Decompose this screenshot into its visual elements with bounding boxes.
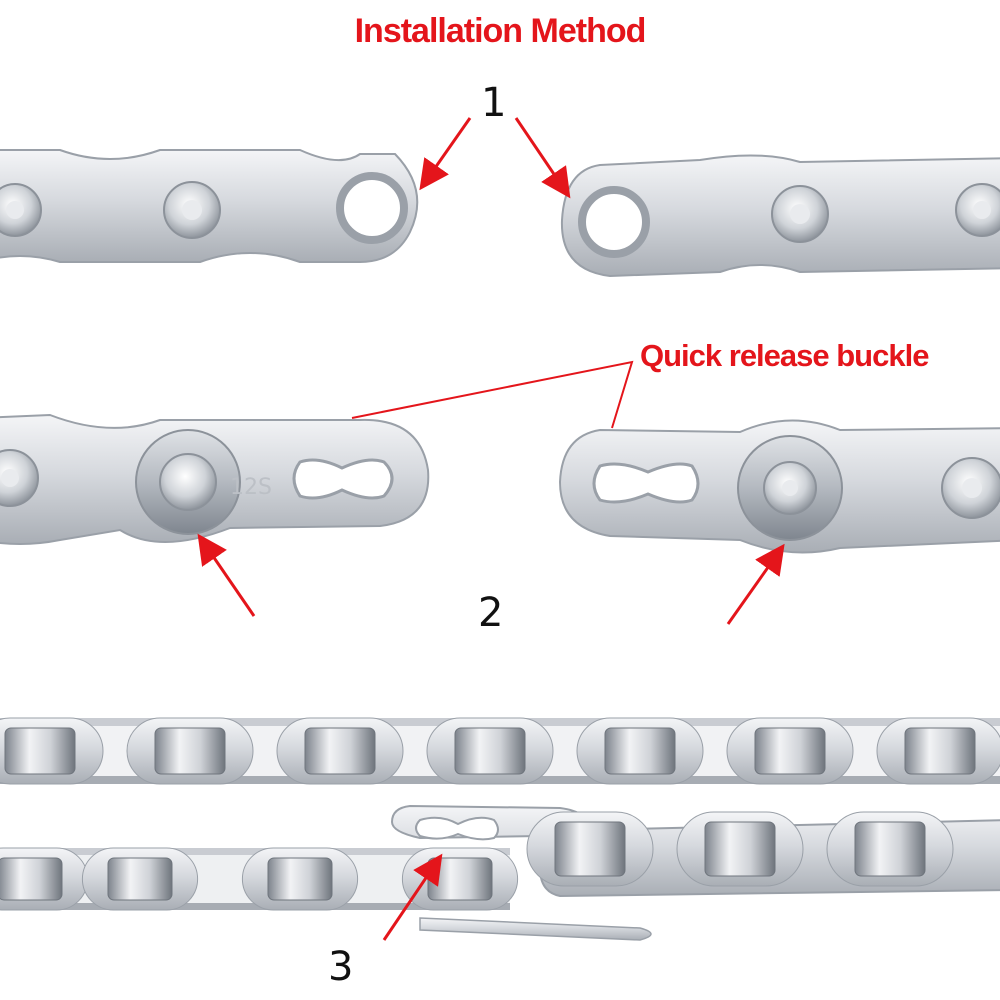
chain-roller <box>704 821 776 877</box>
chain-roller <box>554 821 626 877</box>
chain-roller <box>4 727 76 775</box>
chain-segment-right-step1 <box>560 154 1000 278</box>
chain-roller <box>904 727 976 775</box>
chain-segment-right-step2 <box>558 419 1000 554</box>
chain-roller <box>0 857 63 901</box>
chain-roller <box>154 727 226 775</box>
step-number-1: 1 <box>481 80 507 126</box>
chain-roller <box>854 821 926 877</box>
chain-roller <box>107 857 173 901</box>
arrow-step2-right <box>726 543 785 625</box>
step-number-2: 2 <box>478 590 504 636</box>
chain-roller <box>604 727 676 775</box>
quick-release-callout: Quick release buckle <box>640 338 929 373</box>
chain-full-step3 <box>0 717 1000 785</box>
arrow-step3 <box>382 853 443 941</box>
arrow-step2-left <box>197 533 256 617</box>
chain-roller <box>304 727 376 775</box>
callout-leader-line <box>351 360 634 429</box>
chain-segment-left-step1 <box>0 149 419 263</box>
chain-roller <box>267 857 333 901</box>
chain-roller <box>427 857 493 901</box>
arrow-step1-right <box>514 117 571 199</box>
chain-lower-right-step3 <box>390 804 1000 898</box>
page-title: Installation Method <box>354 12 647 50</box>
arrow-step1-left <box>419 117 472 191</box>
chain-roller <box>754 727 826 775</box>
step-number-3: 3 <box>328 944 354 990</box>
link-stamp: 12S <box>230 475 272 500</box>
chain-segment-left-step2 <box>0 413 430 545</box>
chain-roller <box>454 727 526 775</box>
